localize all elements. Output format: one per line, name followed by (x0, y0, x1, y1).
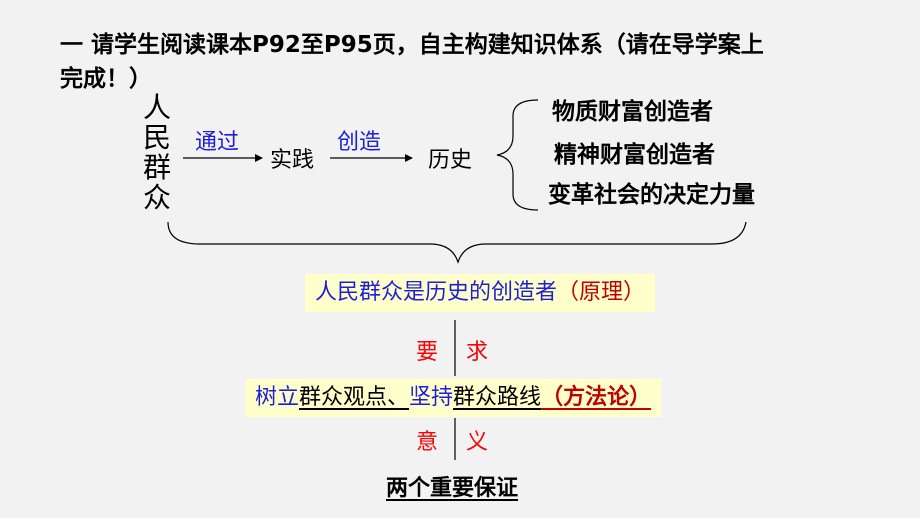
outcome-social-change: 变革社会的决定力量 (548, 182, 755, 208)
via-label: 通过 (195, 130, 240, 155)
principle-tag: （原理） (557, 280, 646, 305)
outcome-spiritual-wealth: 精神财富创造者 (554, 142, 715, 168)
history-label: 历史 (428, 148, 473, 173)
requirement-char-2: 求 (466, 340, 489, 365)
meaning-char-1: 意 (416, 430, 439, 455)
intro-line-2: 完成！） (60, 66, 152, 92)
bottom-brace (167, 221, 747, 264)
principle-text: 人民群众是历史的创造者 (315, 280, 558, 305)
intro-line-1: 一 请学生阅读课本P92至P95页，自主构建知识体系（请在导学案上 (60, 32, 764, 58)
subject-char-4: 众 (143, 181, 172, 214)
meaning-char-2: 义 (466, 430, 489, 455)
requirement-char-1: 要 (416, 340, 439, 365)
principle-box: 人民群众是历史的创造者（原理） (305, 274, 656, 312)
left-brace (496, 99, 539, 211)
methodology-box: 树立群众观点、坚持群众路线（方法论） (245, 379, 662, 417)
subject-char-1: 人 (143, 91, 172, 124)
outcome-material-wealth: 物质财富创造者 (552, 99, 713, 125)
create-label: 创造 (337, 130, 382, 155)
subject-char-3: 群 (143, 151, 172, 184)
method-middle: 坚持 (409, 385, 454, 410)
method-mass-viewpoint: 群众观点、 (299, 385, 410, 410)
two-guarantees: 两个重要保证 (386, 476, 519, 501)
method-mass-line: 群众路线 (453, 385, 542, 410)
practice-label: 实践 (270, 148, 315, 173)
subject-char-2: 民 (143, 121, 172, 154)
method-tag: （方法论） (541, 385, 652, 410)
intro-instruction: 一 请学生阅读课本P92至P95页，自主构建知识体系（请在导学案上 完成！） (60, 28, 764, 96)
method-prefix: 树立 (255, 385, 300, 410)
